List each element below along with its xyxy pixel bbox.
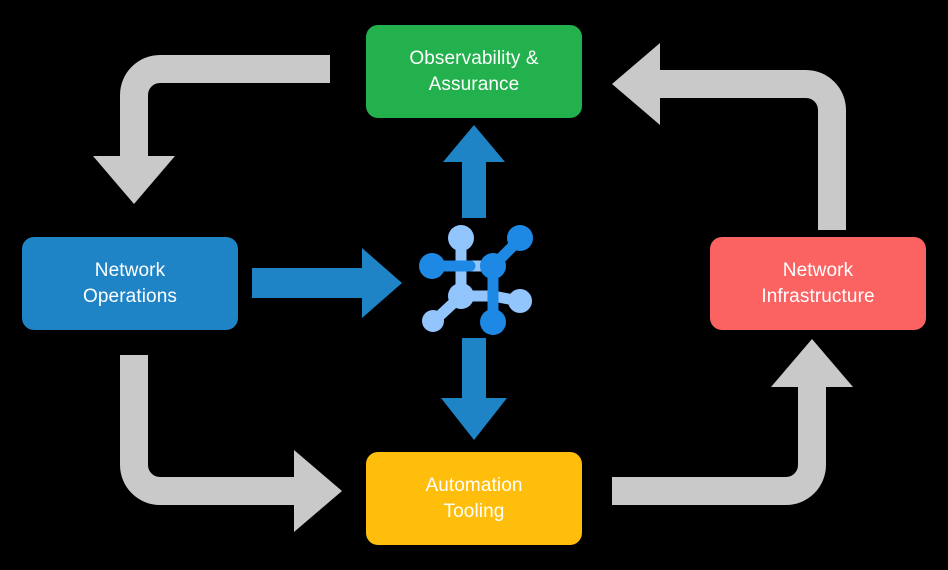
box-observability-assurance[interactable]: Observability & Assurance [366,25,582,118]
blue-arrow-center-to-observability [443,125,505,218]
box-network-infrastructure[interactable]: Network Infrastructure [710,237,926,330]
network-icon-nodes [419,225,533,335]
box-network-operations-label: Network Operations [83,259,177,307]
box-network-operations[interactable]: Network Operations [22,237,238,330]
box-network-infrastructure-label: Network Infrastructure [761,259,875,307]
box-automation-tooling-label: Automation Tooling [425,474,523,522]
box-automation-tooling[interactable]: Automation Tooling [366,452,582,545]
gray-arrow-operations-to-automation [120,355,342,532]
network-icon-edges [427,233,526,328]
box-observability-assurance-label: Observability & Assurance [409,47,539,95]
blue-arrow-center-to-automation [441,338,507,440]
blue-arrow-ops-to-center [252,248,402,318]
gray-arrow-automation-to-infrastructure [612,339,853,505]
gray-arrow-observability-to-operations [93,55,330,204]
gray-arrow-infrastructure-to-observability [612,43,846,230]
